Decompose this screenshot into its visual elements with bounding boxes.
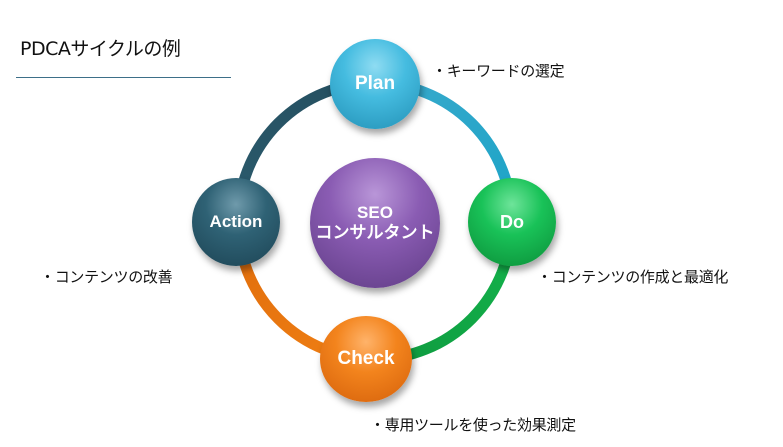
diagram-title: PDCAサイクルの例 [20, 38, 181, 60]
node-action-label: Action [209, 212, 263, 231]
node-do: Do [468, 178, 556, 266]
title-underline [16, 77, 231, 78]
note-do: ・コンテンツの作成と最適化 [537, 268, 729, 286]
node-do-label: Do [500, 211, 524, 232]
node-plan: Plan [330, 39, 420, 129]
center-line2: コンサルタント [315, 223, 435, 242]
node-action: Action [192, 178, 280, 266]
node-plan-label: Plan [354, 73, 396, 94]
note-action: ・コンテンツの改善 [40, 268, 173, 286]
node-check-label: Check [337, 348, 395, 369]
note-check: ・専用ツールを使った効果測定 [370, 416, 576, 434]
center-line1: SEO [357, 203, 393, 223]
node-check: Check [320, 316, 412, 402]
center-node: SEO コンサルタント [310, 158, 440, 288]
note-plan: ・キーワードの選定 [432, 62, 565, 80]
